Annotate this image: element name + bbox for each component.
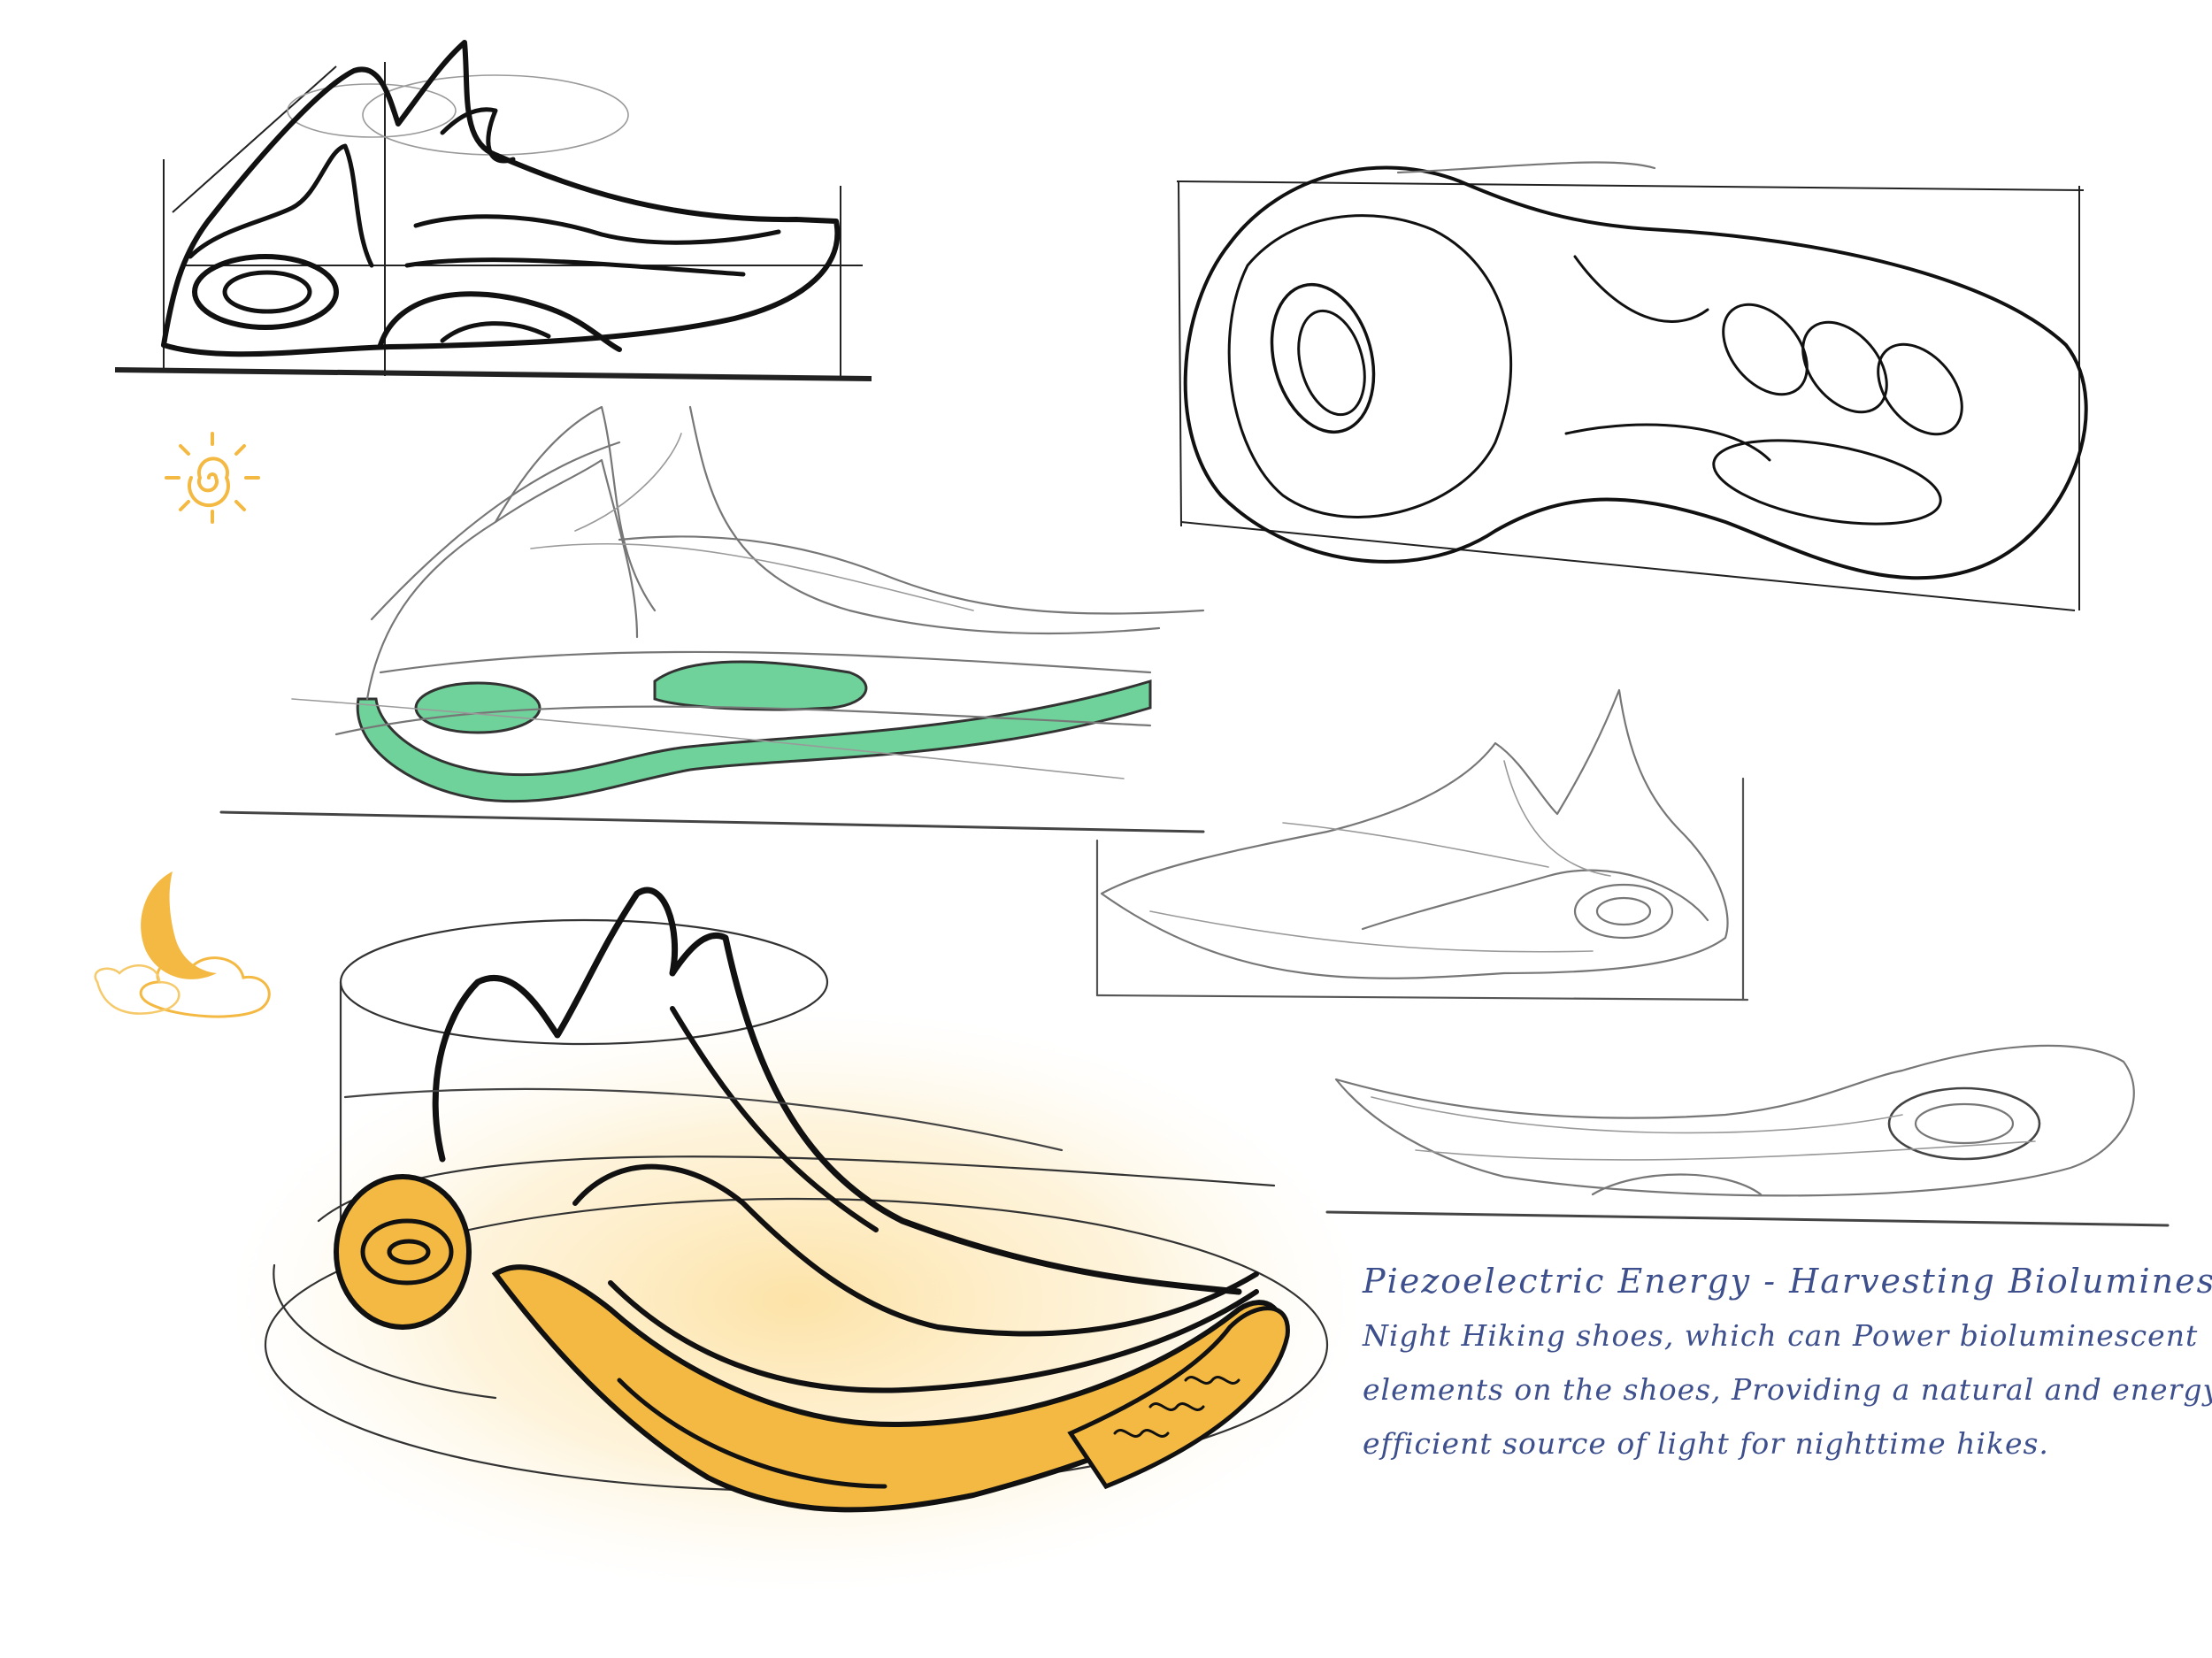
design-note: Piezoelectric Energy - Harvesting Biolum… — [1363, 1255, 2212, 1470]
shoe-sketch-outsole — [1176, 161, 2088, 611]
sun-icon — [165, 432, 260, 524]
note-line-1: Piezoelectric Energy - Harvesting Biolum… — [1363, 1262, 2212, 1301]
shoe-sketch-green — [219, 405, 1205, 833]
moon-cloud-icon — [94, 871, 271, 1018]
shoe-sketch-pencil-side — [1095, 688, 1749, 1002]
note-line-2: Night Hiking shoes, which can Power biol… — [1363, 1318, 2199, 1353]
shoe-sketch-pencil-low — [1325, 1044, 2170, 1227]
note-line-3: elements on the shoes, Providing a natur… — [1363, 1372, 2212, 1407]
note-line-4: efficient source of light for nighttime … — [1363, 1426, 2049, 1461]
shoe-sketch-yellow — [230, 887, 1363, 1593]
shoe-sketch-side-ink — [114, 40, 872, 381]
